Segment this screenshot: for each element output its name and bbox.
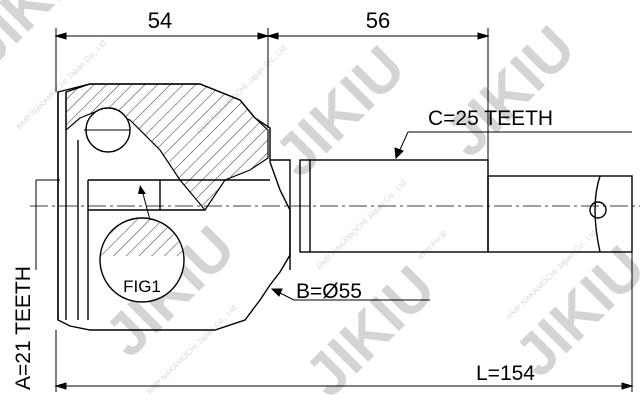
watermark-logo: JIKIU (432, 13, 588, 169)
fig1-arrow (138, 185, 146, 194)
watermark-company: RMP NAKAMOCHI Japan Co., Ltd (315, 178, 408, 271)
watermark-logo: JIKIU (262, 33, 418, 189)
watermark-site: www.kiu.jp (414, 228, 448, 262)
dimension-lines (35, 28, 634, 392)
fig1-leader (141, 189, 151, 221)
fig1-label: FIG1 (123, 277, 161, 296)
watermark-logo: JIKIU (0, 0, 108, 79)
dim-56-label: 56 (366, 8, 390, 33)
total-length-label: L=154 (476, 362, 535, 385)
inner-spline-label: A=21 TEETH (12, 266, 35, 390)
fig1-label-bg (118, 270, 166, 294)
abs-ring-label: B=Ø55 (296, 280, 362, 303)
watermark-logo: JIKIU (292, 253, 448, 400)
dim-54-label: 54 (148, 8, 172, 33)
outer-spline-label: C=25 TEETH (428, 107, 553, 130)
fig1-hatch (101, 219, 183, 256)
